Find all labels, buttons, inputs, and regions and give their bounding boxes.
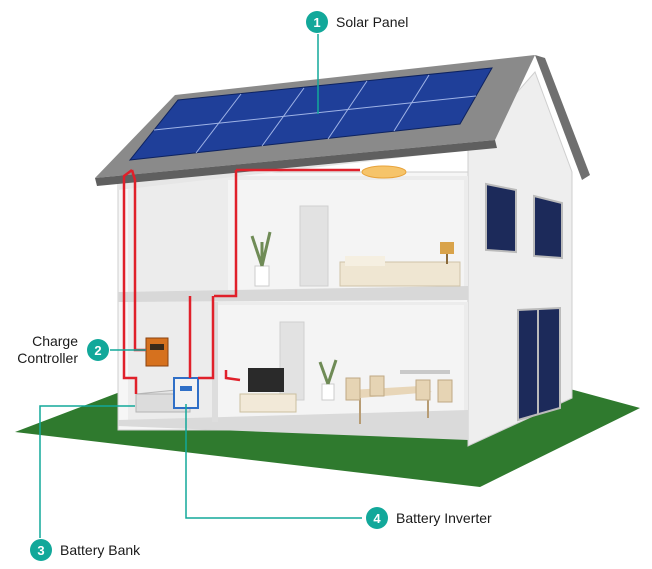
side-wall-windows	[485, 182, 563, 422]
callout-battery-inverter: 4 Battery Inverter	[366, 507, 492, 529]
callout-leader-lines	[39, 34, 362, 538]
ceiling-light	[361, 165, 407, 179]
charge-controller-device	[145, 337, 169, 367]
charge-controller-label-line1: Charge	[32, 333, 78, 349]
solar-panel-label: Solar Panel	[336, 14, 408, 30]
upstairs-furniture	[250, 231, 461, 287]
battery-bank-label: Battery Bank	[60, 542, 141, 558]
solar-panel-array	[128, 67, 493, 161]
badge-3	[30, 539, 52, 561]
badge-2-number: 2	[94, 343, 101, 358]
badge-1	[306, 11, 328, 33]
badge-3-number: 3	[37, 543, 44, 558]
badge-2	[87, 339, 109, 361]
callout-charge-controller: 2 Charge Controller	[17, 333, 109, 366]
badge-1-number: 1	[313, 15, 320, 30]
badge-4	[366, 507, 388, 529]
battery-inverter-label: Battery Inverter	[396, 510, 492, 526]
battery-inverter-device	[173, 377, 199, 409]
callout-battery-bank: 3 Battery Bank	[30, 539, 141, 561]
badge-4-number: 4	[373, 511, 381, 526]
electrical-wiring	[122, 168, 360, 394]
downstairs-furniture	[239, 359, 453, 424]
charge-controller-label-line2: Controller	[17, 350, 78, 366]
callout-solar-panel: 1 Solar Panel	[306, 11, 408, 33]
